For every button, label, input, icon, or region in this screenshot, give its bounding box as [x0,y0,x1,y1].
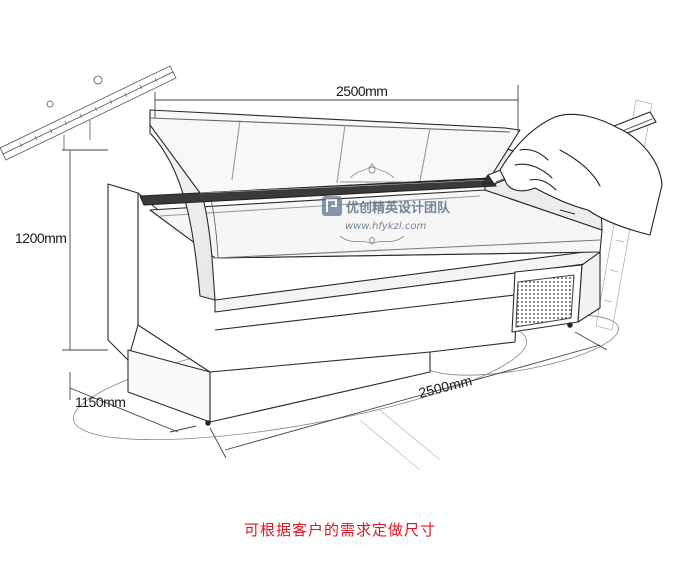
custom-size-caption: 可根据客户的需求定做尺寸 [243,521,436,539]
dimension-top-length: 2500mm [336,83,387,99]
base-side-panel [107,183,139,361]
side-end-panel [577,251,601,323]
watermark-ornament-top [340,162,404,183]
watermark-logo-icon [322,196,342,216]
foot-right [567,322,573,328]
hand-with-pencil-sketch [481,111,663,236]
watermark-name: 优创精英设计团队 [346,200,451,216]
dimension-height: 1200mm [15,230,66,246]
light-bar [139,177,497,206]
dimension-bottom-length: 2500mm [417,372,474,401]
watermark-url: www.hfykzl.com [345,221,426,232]
watermark: 优创精英设计团队 www.hfykzl.com [322,162,451,245]
watermark-ornament-bottom [339,235,405,245]
display-cabinet [107,109,603,426]
foot-left [205,420,211,426]
background-ruler-left [0,65,177,161]
dimension-depth: 1150mm [75,394,125,410]
vent-grille [515,274,575,328]
dimension-lines [62,85,608,459]
